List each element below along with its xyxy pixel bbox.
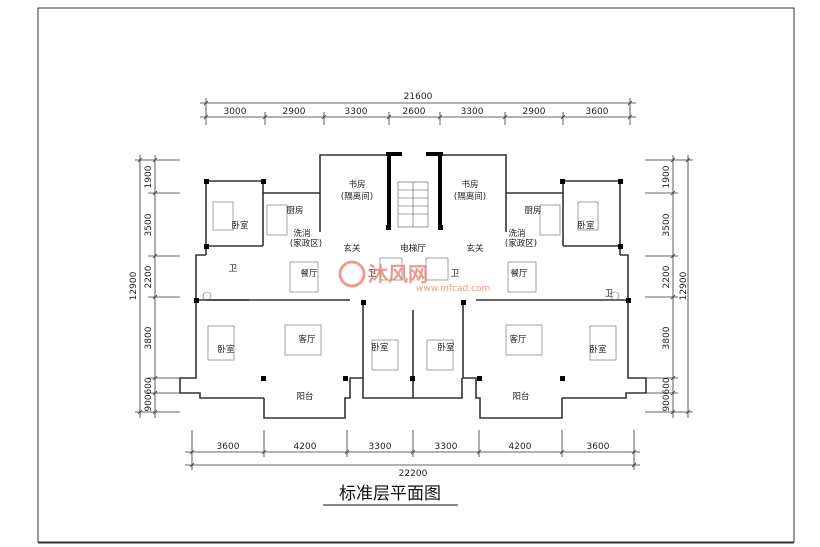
bottom-dim-3: 3300 <box>369 442 392 452</box>
left-dim-5: 600 <box>144 377 154 394</box>
bottom-dimension <box>185 430 640 470</box>
room-bedroom-right-3: 卧室 <box>589 344 607 355</box>
room-bedroom-left-3: 卧室 <box>371 342 389 353</box>
room-wash-left: 洗消 <box>293 228 310 239</box>
left-dimension <box>135 155 180 418</box>
room-elevator-hall: 电梯厅 <box>400 243 426 254</box>
watermark-text: 沐风网 <box>368 262 428 286</box>
right-dim-3: 2200 <box>662 265 672 288</box>
room-bath-left-2: 卫 <box>368 269 377 279</box>
furniture <box>202 201 620 371</box>
top-dimension <box>200 98 636 125</box>
room-bedroom-left-1: 卧室 <box>231 220 249 231</box>
bottom-dim-5: 4200 <box>509 442 532 452</box>
watermark-logo-icon <box>338 260 366 288</box>
bottom-total-dimension: 22200 <box>399 469 428 479</box>
watermark-url: www.mfcad.com <box>416 284 490 294</box>
room-kitchen-right: 厨房 <box>524 205 541 216</box>
elevator-core-walls <box>386 152 443 230</box>
room-bedroom-right-2: 卧室 <box>437 342 455 353</box>
room-bath-right-2: 卫 <box>605 289 614 299</box>
room-dining-left: 餐厅 <box>300 269 318 279</box>
left-dim-3: 2200 <box>144 265 154 288</box>
right-dimension <box>645 155 693 418</box>
left-total-dimension: 12900 <box>129 271 139 300</box>
right-dim-6: 900 <box>662 394 672 411</box>
room-wash-right-sub: (家政区) <box>505 238 537 249</box>
top-dim-7: 3600 <box>586 107 609 117</box>
top-dim-4: 2600 <box>403 107 426 117</box>
room-study-right-sub: (隔离间) <box>454 191 486 202</box>
top-dim-3: 3300 <box>345 107 368 117</box>
room-foyer-right: 玄关 <box>466 243 484 254</box>
room-bath-left-1: 卫 <box>229 264 238 274</box>
room-kitchen-left: 厨房 <box>286 205 303 216</box>
left-dim-6: 900 <box>144 394 154 411</box>
room-bath-right-1: 卫 <box>451 269 460 279</box>
right-dim-4: 3800 <box>662 326 672 349</box>
right-dim-1: 1900 <box>662 165 672 188</box>
top-dim-5: 3300 <box>461 107 484 117</box>
building-walls <box>179 154 647 419</box>
room-living-right: 客厅 <box>509 334 527 345</box>
left-dim-4: 3800 <box>144 326 154 349</box>
room-balcony-right: 阳台 <box>512 391 529 402</box>
left-dim-1: 1900 <box>144 165 154 188</box>
structural-columns <box>194 179 631 381</box>
drawing-title: 标准层平面图 <box>339 484 441 504</box>
room-study-left: 书房 <box>348 179 365 190</box>
stair-symbol <box>397 181 429 228</box>
room-foyer-left: 玄关 <box>343 243 361 254</box>
right-dim-5: 600 <box>662 377 672 394</box>
watermark: 沐风网 www.mfcad.com <box>338 260 490 294</box>
top-dim-1: 3000 <box>224 107 247 117</box>
top-dim-6: 2900 <box>523 107 546 117</box>
bottom-dim-6: 3600 <box>587 442 610 452</box>
room-living-left: 客厅 <box>298 334 316 345</box>
right-total-dimension: 12900 <box>679 271 689 300</box>
top-dim-2: 2900 <box>283 107 306 117</box>
room-balcony-left: 阳台 <box>296 391 313 402</box>
room-bedroom-left-2: 卧室 <box>217 344 235 355</box>
bottom-dim-2: 4200 <box>294 442 317 452</box>
room-dining-right: 餐厅 <box>510 269 528 279</box>
room-wash-right: 洗消 <box>508 228 525 239</box>
right-dim-2: 3500 <box>662 213 672 236</box>
bottom-dim-1: 3600 <box>217 442 240 452</box>
left-dim-2: 3500 <box>144 213 154 236</box>
room-study-left-sub: (隔离间) <box>341 191 373 202</box>
top-total-dimension: 21600 <box>404 92 433 102</box>
sheet-border <box>37 7 795 543</box>
bottom-dim-4: 3300 <box>435 442 458 452</box>
room-study-right: 书房 <box>461 179 478 190</box>
room-wash-left-sub: (家政区) <box>290 238 322 249</box>
room-bedroom-right-1: 卧室 <box>577 220 595 231</box>
